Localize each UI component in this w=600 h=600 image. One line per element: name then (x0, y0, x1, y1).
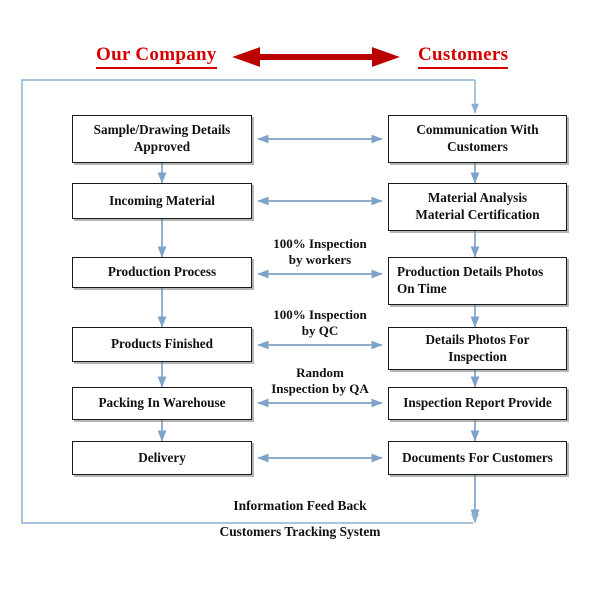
node-label: Details Photos For Inspection (425, 331, 530, 364)
node-production-process[interactable]: Production Process (72, 257, 252, 288)
feedback-label-customers-tracking-system: Customers Tracking System (219, 524, 381, 539)
node-label: Products Finished (111, 336, 213, 352)
node-label: Inspection Report Provide (403, 395, 552, 411)
node-delivery[interactable]: Delivery (72, 441, 252, 475)
feedback-label-information-feed-back: Information Feed Back (233, 498, 367, 513)
node-material-analysis-certification[interactable]: Material Analysis Material Certification (388, 183, 567, 231)
node-label: Packing In Warehouse (98, 395, 226, 411)
node-details-photos-for-inspection[interactable]: Details Photos For Inspection (388, 327, 567, 370)
node-label: Incoming Material (109, 192, 215, 208)
node-label: Documents For Customers (402, 449, 553, 465)
link-label-row-4: 100% Inspection by QC (273, 307, 367, 338)
node-incoming-material[interactable]: Incoming Material (72, 183, 252, 219)
node-packing-in-warehouse[interactable]: Packing In Warehouse (72, 387, 252, 420)
node-label: Sample/Drawing Details Approved (93, 122, 231, 154)
node-label: Material Analysis Material Certification (415, 190, 540, 222)
link-label-row-3: 100% Inspection by workers (273, 236, 367, 267)
node-label: Production Process (107, 264, 217, 280)
node-production-details-photos[interactable]: Production Details Photos On Time (388, 257, 567, 305)
link-label-row-5: Random Inspection by QA (271, 365, 369, 396)
node-products-finished[interactable]: Products Finished (72, 327, 252, 362)
node-label: Communication With Customers (416, 122, 539, 154)
node-label: Delivery (138, 449, 186, 465)
double-headed-arrow-icon (232, 47, 400, 67)
node-inspection-report-provide[interactable]: Inspection Report Provide (388, 387, 567, 420)
node-documents-for-customers[interactable]: Documents For Customers (388, 441, 567, 475)
header-title-customers: Customers (418, 44, 509, 69)
node-communication-with-customers[interactable]: Communication With Customers (388, 115, 567, 163)
node-label: Production Details Photos On Time (397, 264, 544, 296)
node-sample-drawing-details-approved[interactable]: Sample/Drawing Details Approved (72, 115, 252, 163)
header-title-our-company: Our Company (96, 44, 217, 69)
